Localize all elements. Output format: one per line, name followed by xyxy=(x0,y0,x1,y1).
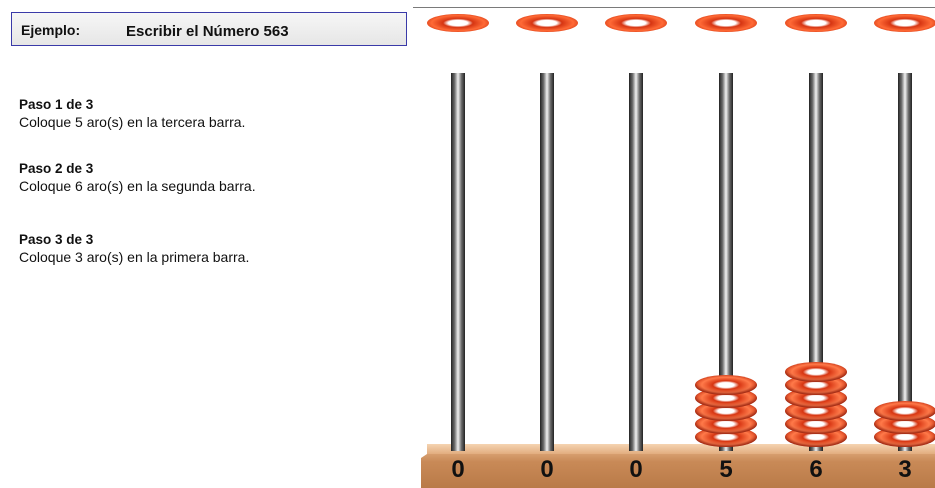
spare-ring[interactable] xyxy=(516,14,578,32)
rod-digit-label: 3 xyxy=(898,456,912,483)
step-title: Paso 2 de 3 xyxy=(19,161,94,176)
rod-digit-label: 5 xyxy=(719,456,733,483)
spare-ring[interactable] xyxy=(427,14,489,32)
spare-ring[interactable] xyxy=(874,14,935,32)
abacus-rod-2[interactable] xyxy=(540,73,554,451)
spare-ring[interactable] xyxy=(605,14,667,32)
step-title: Paso 1 de 3 xyxy=(19,97,94,112)
example-label: Ejemplo: xyxy=(21,22,81,38)
abacus-rod-6[interactable] xyxy=(898,73,912,451)
abacus-ring[interactable] xyxy=(874,401,935,421)
spare-ring[interactable] xyxy=(785,14,847,32)
abacus-rod-1[interactable] xyxy=(451,73,465,451)
spare-ring[interactable] xyxy=(695,14,757,32)
abacus-rod-5[interactable] xyxy=(809,73,823,451)
example-task: Escribir el Número 563 xyxy=(126,23,289,40)
abacus-ring[interactable] xyxy=(695,375,757,395)
step-1: Paso 1 de 3 Coloque 5 aro(s) en la terce… xyxy=(19,96,245,131)
rod-digit-label: 6 xyxy=(809,456,823,483)
abacus-rod-4[interactable] xyxy=(719,73,733,451)
abacus-base-top xyxy=(427,444,935,454)
step-2: Paso 2 de 3 Coloque 6 aro(s) en la segun… xyxy=(19,160,256,195)
step-text: Coloque 5 aro(s) en la tercera barra. xyxy=(19,114,246,130)
example-header: Ejemplo: Escribir el Número 563 xyxy=(11,12,407,46)
abacus-rod-3[interactable] xyxy=(629,73,643,451)
step-text: Coloque 3 aro(s) en la primera barra. xyxy=(19,249,250,265)
step-text: Coloque 6 aro(s) en la segunda barra. xyxy=(19,178,256,194)
step-3: Paso 3 de 3 Coloque 3 aro(s) en la prime… xyxy=(19,231,249,266)
abacus-ring[interactable] xyxy=(785,362,847,382)
rod-digit-label: 0 xyxy=(451,456,465,483)
rod-digit-label: 0 xyxy=(540,456,554,483)
top-divider xyxy=(413,7,935,8)
rod-digit-label: 0 xyxy=(629,456,643,483)
step-title: Paso 3 de 3 xyxy=(19,232,94,247)
